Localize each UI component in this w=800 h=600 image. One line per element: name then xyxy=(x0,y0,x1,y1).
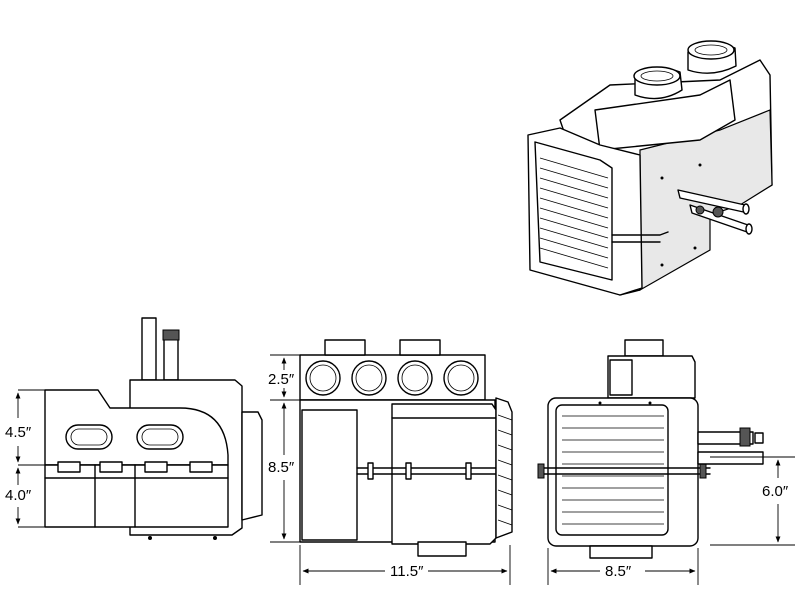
side-view xyxy=(44,317,263,540)
dim-front-body-label: 8.5″ xyxy=(268,459,295,476)
duct-collar-iso-1 xyxy=(633,66,683,100)
dim-side-bottom-label: 4.0″ xyxy=(5,487,32,504)
iso-pipes xyxy=(677,189,753,235)
dim-side-top-label: 4.5″ xyxy=(5,424,32,441)
dim-front-width-label: 11.5″ xyxy=(390,563,424,580)
front-view xyxy=(299,339,513,557)
end-pipes xyxy=(697,427,764,465)
end-dimensions: 8.5″ 6.0″ xyxy=(547,456,795,585)
dim-front-duct-label: 2.5″ xyxy=(268,371,295,388)
iso-louvers xyxy=(539,157,609,269)
dim-end-width-label: 8.5″ xyxy=(605,563,632,580)
isometric-view xyxy=(527,40,773,296)
front-duct-ports xyxy=(305,360,479,396)
front-grille-fins xyxy=(497,414,513,526)
side-dimensions: 4.5″ 4.0″ xyxy=(5,389,45,528)
end-louvers xyxy=(562,415,664,525)
end-view xyxy=(537,339,764,559)
front-dimensions: 2.5″ 8.5″ 11.5″ xyxy=(268,354,511,585)
duct-collar-iso-2 xyxy=(687,40,737,74)
dim-end-pipe-label: 6.0″ xyxy=(762,483,789,500)
